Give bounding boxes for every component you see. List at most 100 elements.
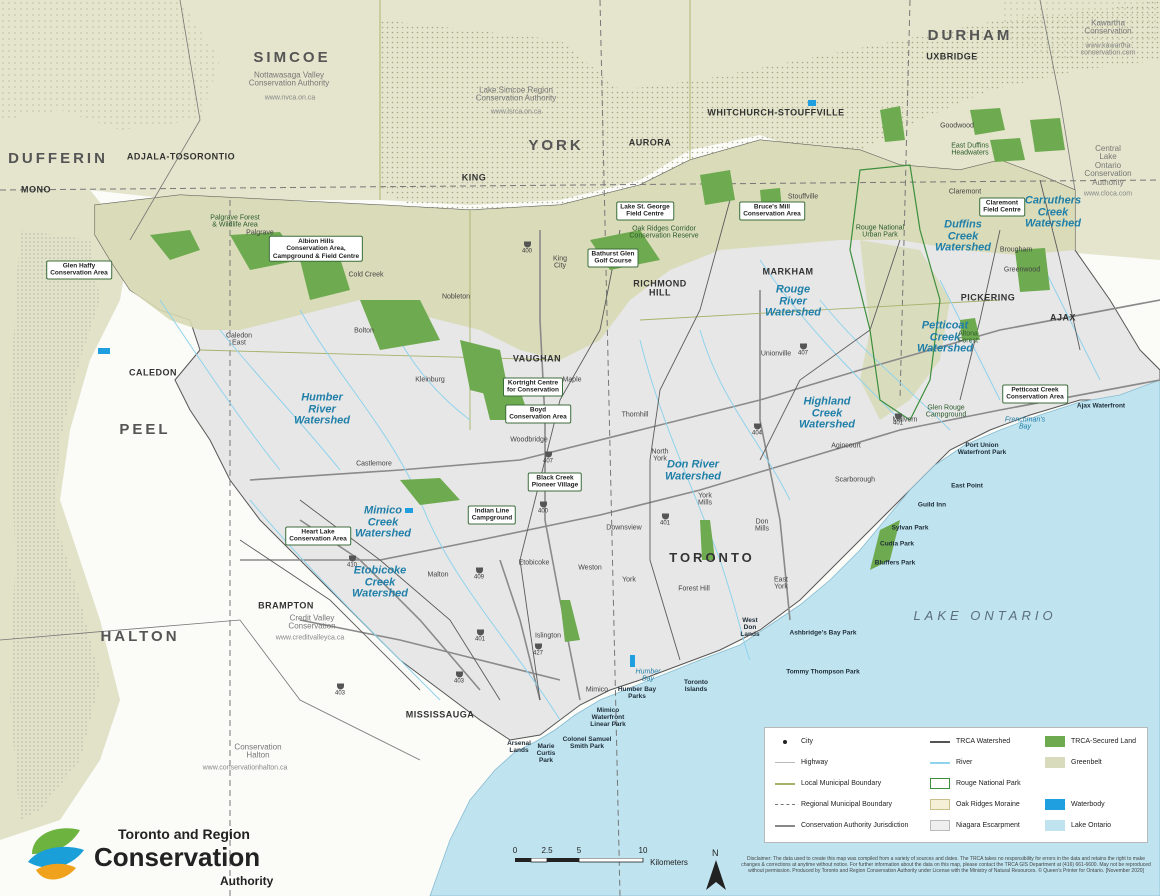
- town-stouffville: Stouffville: [787, 193, 819, 201]
- highway-401-central: 401: [660, 514, 670, 527]
- callout-albion-hills[interactable]: Albion Hills Conservation Area, Campgrou…: [268, 235, 364, 263]
- legend-item-ca-jurisdiction: Conservation Authority Jurisdiction: [775, 820, 908, 831]
- city-dot-icon: [775, 736, 795, 747]
- watershed-etobicoke: Etobicoke Creek Watershed: [351, 564, 409, 600]
- dufferin-dots: [0, 0, 220, 130]
- ca-central-lake-url: www.cloca.com: [1083, 190, 1133, 198]
- watershed-highland: Highland Creek Watershed: [798, 395, 856, 431]
- muni-toronto: TORONTO: [669, 550, 755, 566]
- legend-item-moraine: Oak Ridges Moraine: [930, 799, 1020, 810]
- legend-item-regional-boundary: Regional Municipal Boundary: [775, 799, 892, 810]
- town-cold-creek: Cold Creek: [348, 271, 384, 279]
- watershed-petticoat: Petticoat Creek Watershed: [916, 319, 974, 355]
- ca-credit-valley-url: www.creditvalleyca.ca: [275, 634, 345, 642]
- callout-boyd[interactable]: Boyd Conservation Area: [505, 404, 571, 424]
- callout-glen-haffy[interactable]: Glen Haffy Conservation Area: [46, 260, 112, 280]
- town-north-york: North York: [651, 448, 669, 463]
- muni-whitchurch: WHITCHURCH-STOUFFVILLE: [707, 107, 845, 118]
- muni-pickering: PICKERING: [960, 292, 1016, 303]
- river-line-icon: [930, 757, 950, 768]
- region-durham: DURHAM: [927, 27, 1013, 45]
- watershed-rouge: Rouge River Watershed: [764, 283, 822, 319]
- legend-label-city: City: [801, 738, 814, 745]
- legend-label-waterbody: Waterbody: [1071, 801, 1105, 808]
- legend-item-greenbelt: Greenbelt: [1045, 757, 1102, 768]
- town-thornhill: Thornhill: [621, 411, 649, 419]
- park-bluffers: Bluffers Park: [874, 559, 916, 567]
- region-york: YORK: [528, 137, 584, 155]
- north-label: N: [712, 848, 719, 858]
- legend-label-ca-jurisdiction: Conservation Authority Jurisdiction: [801, 822, 909, 829]
- ca-central-lake: Central Lake Ontario Conservation Author…: [1084, 144, 1132, 187]
- callout-black-creek[interactable]: Black Creek Pioneer Village: [527, 472, 583, 492]
- park-humber-bay-parks: Humber Bay Parks: [617, 686, 657, 700]
- lake-swatch-icon: [1045, 820, 1065, 831]
- highways: [240, 230, 1160, 701]
- muni-vaughan: VAUGHAN: [512, 353, 562, 364]
- town-don-mills: Don Mills: [755, 518, 769, 533]
- callout-heart-lake[interactable]: Heart Lake Conservation Area: [285, 526, 351, 546]
- legend-label-highway: Highway: [801, 759, 828, 766]
- highway-401-west: 401: [475, 630, 485, 643]
- callout-petticoat-ca[interactable]: Petticoat Creek Conservation Area: [1002, 384, 1068, 404]
- land-glen-rouge: Glen Rouge Campground: [925, 404, 967, 419]
- callout-bathurst-glen[interactable]: Bathurst Glen Golf Course: [587, 248, 639, 268]
- ca-kawartha: Kawartha Conservation: [1084, 18, 1132, 36]
- park-west-don: West Don Lands: [740, 616, 760, 638]
- escarpment-pattern-icon: [930, 820, 950, 831]
- town-weston: Weston: [578, 564, 602, 572]
- highway-401-east: 401: [893, 414, 903, 427]
- legend-label-rouge-park: Rouge National Park: [956, 780, 1021, 787]
- highway-409: 409: [474, 568, 484, 581]
- town-king-city: King City: [552, 255, 568, 270]
- greenbelt-rouge-strip: [860, 240, 950, 420]
- waterbody-swatch-icon: [1045, 799, 1065, 810]
- ca-halton: Conservation Halton: [234, 742, 282, 760]
- rouge-park-outline: [849, 164, 941, 421]
- highway-403-west: 403: [454, 672, 464, 685]
- park-mimico-linear: Mimico Waterfront Linear Park: [590, 706, 626, 728]
- park-arsenal: Arsenal Lands: [507, 740, 531, 754]
- highway-400-south: 400: [538, 502, 548, 515]
- ca-nottawasaga-url: www.nvca.on.ca: [264, 94, 316, 102]
- highway-403-south: 403: [335, 684, 345, 697]
- legend-item-escarpment: Niagara Escarpment: [930, 820, 1020, 831]
- escarpment-dots: [10, 230, 100, 820]
- watershed-don: Don River Watershed: [664, 458, 722, 482]
- town-agincourt: Agincourt: [831, 442, 861, 450]
- muni-markham: MARKHAM: [762, 266, 814, 277]
- legend-label-trca-land: TRCA-Secured Land: [1071, 738, 1136, 745]
- muni-ajax: AJAX: [1049, 312, 1077, 323]
- legend-item-city: City: [775, 736, 813, 747]
- watershed-boundaries: [239, 179, 1081, 701]
- callout-bruces-mill[interactable]: Bruce's Mill Conservation Area: [739, 201, 805, 221]
- callout-indian-line[interactable]: Indian Line Campground: [467, 505, 517, 525]
- town-brougham: Brougham: [999, 246, 1033, 254]
- ca-jurisdiction-icon: [775, 820, 795, 831]
- town-maple: Maple: [562, 376, 582, 384]
- highway-407-west: 407: [543, 452, 553, 465]
- region-halton: HALTON: [100, 628, 180, 646]
- park-port-union: Port Union Waterfront Park: [957, 442, 1007, 456]
- watershed-duffins: Duffins Creek Watershed: [934, 218, 992, 254]
- local-boundary-icon: [775, 778, 795, 789]
- town-etobicoke: Etobicoke: [518, 559, 550, 567]
- legend-label-regional-boundary: Regional Municipal Boundary: [801, 801, 893, 808]
- scale-unit: Kilometers: [650, 858, 688, 867]
- park-ashbridges: Ashbridge's Bay Park: [789, 629, 857, 637]
- region-simcoe: SIMCOE: [253, 49, 331, 67]
- ca-lake-simcoe-url: www.lsrca.on.ca: [490, 108, 542, 116]
- moraine-pattern-icon: [930, 799, 950, 810]
- disclaimer-text: Disclaimer: The data used to create this…: [741, 856, 1151, 874]
- legend-item-trca-watershed: TRCA Watershed: [930, 736, 1010, 747]
- town-greenwood: Greenwood: [1003, 266, 1041, 274]
- town-scarborough: Scarborough: [834, 476, 876, 484]
- legend-label-lake: Lake Ontario: [1071, 822, 1112, 829]
- callout-lake-st-george[interactable]: Lake St. George Field Centre: [616, 201, 674, 221]
- callout-kortright[interactable]: Kortright Centre for Conservation: [502, 377, 564, 397]
- muni-richmond-hill: RICHMOND HILL: [633, 278, 687, 298]
- north-arrow-icon: [706, 860, 726, 890]
- callout-claremont-fc[interactable]: Claremont Field Centre: [979, 197, 1025, 217]
- park-cudia: Cudia Park: [880, 540, 914, 548]
